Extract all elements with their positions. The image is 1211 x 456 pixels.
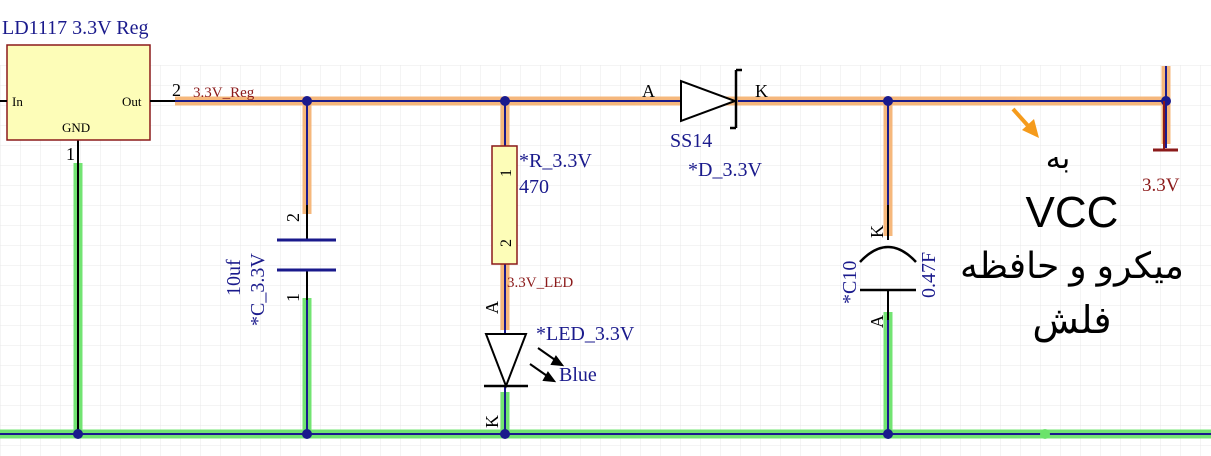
- resistor-ref: *R_3.3V: [519, 150, 592, 172]
- diode-ref: *D_3.3V: [688, 159, 762, 181]
- resistor-r-3v3[interactable]: 1 2 *R_3.3V 470: [491, 145, 592, 265]
- led-ref: *LED_3.3V: [536, 323, 635, 345]
- diode-ss14[interactable]: A K SS14 *D_3.3V: [642, 68, 768, 181]
- ground-endpoint: [1040, 429, 1050, 439]
- sheet-grid: [0, 65, 1211, 456]
- regulator-ld1117[interactable]: LD1117 3.3V Reg In Out GND 2 1: [0, 17, 181, 164]
- power-port-3v3[interactable]: 3.3V: [1142, 101, 1180, 196]
- wires-black: [77, 140, 889, 434]
- resistor-value: 470: [519, 176, 549, 198]
- annotation-line1: به: [1046, 142, 1070, 175]
- capacitor-c-3v3[interactable]: 2 1 10uf *C_3.3V: [223, 213, 336, 326]
- junctions: [73, 96, 1171, 439]
- capacitor-pin1-number: 1: [283, 293, 303, 302]
- regulator-pin-gnd-label: GND: [62, 120, 90, 135]
- capacitor-ref: *C_3.3V: [247, 253, 269, 326]
- diode-pin-k: K: [755, 81, 768, 101]
- capacitor-pin2-number: 2: [283, 213, 303, 222]
- annotation-line3: میکرو و حافظه: [960, 245, 1184, 287]
- annotation-line2: VCC: [1026, 188, 1119, 237]
- led-pin-k: K: [482, 415, 502, 428]
- capacitor-c10-curved-plate: [859, 245, 917, 263]
- regulator-body: [6, 44, 151, 141]
- led-value: Blue: [559, 364, 597, 386]
- annotation-arrow: [1011, 107, 1039, 138]
- led-triangle: [484, 333, 528, 389]
- regulator-pin-in-label: In: [12, 94, 23, 109]
- annotation-line4: فلش: [1032, 300, 1111, 342]
- capacitor-c10-ref: *C10: [839, 261, 861, 304]
- regulator-title: LD1117 3.3V Reg: [2, 17, 148, 39]
- capacitor-c10[interactable]: K A *C10 0.47F: [839, 225, 940, 328]
- regulator-pin2-number: 2: [172, 80, 181, 100]
- led-emission-arrows: [529, 347, 565, 383]
- net-label-reg-out: 3.3V_Reg: [193, 85, 255, 101]
- resistor-pin2-number: 2: [498, 239, 515, 247]
- diode-part: SS14: [670, 130, 712, 152]
- capacitor-c10-value: 0.47F: [918, 252, 940, 298]
- diode-triangle: [680, 79, 738, 123]
- led-pin-a: A: [482, 301, 502, 314]
- led-3v3[interactable]: A K *LED_3.3V Blue: [482, 301, 635, 428]
- regulator-pin-out-label: Out: [122, 94, 142, 109]
- capacitor-value: 10uf: [223, 259, 245, 296]
- net-label-led: 3.3V_LED: [507, 275, 573, 291]
- power-port-label: 3.3V: [1142, 175, 1180, 196]
- diode-pin-a: A: [642, 81, 655, 101]
- regulator-pin1-number: 1: [66, 144, 75, 164]
- annotation-text: به VCC میکرو و حافظه فلش: [960, 142, 1184, 342]
- capacitor-c10-pin-a: A: [867, 315, 887, 328]
- resistor-pin1-number: 1: [498, 169, 515, 177]
- resistor-body: [491, 145, 518, 265]
- capacitor-c10-pin-k: K: [867, 225, 887, 238]
